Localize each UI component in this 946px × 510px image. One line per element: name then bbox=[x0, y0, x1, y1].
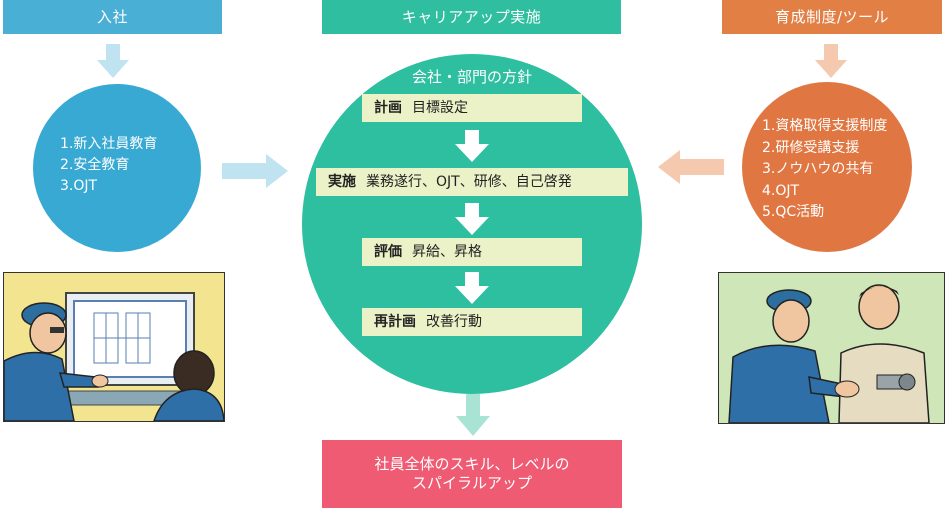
list-item: 2.研修受講支援 bbox=[762, 139, 860, 156]
arrow-down-bottom-icon bbox=[456, 394, 490, 436]
step-act: 再計画改善行動 bbox=[362, 308, 582, 336]
step-text: 昇給、昇格 bbox=[412, 244, 482, 260]
circle-new-employee-training: 1.新入社員教育 2.安全教育 3.OJT bbox=[33, 84, 201, 252]
step-plan: 計画目標設定 bbox=[362, 94, 582, 122]
result-line-1: 社員全体のスキル、レベルの bbox=[374, 455, 570, 473]
step-text: 目標設定 bbox=[412, 100, 468, 116]
arrow-down-icon bbox=[455, 203, 489, 235]
step-text: 改善行動 bbox=[426, 314, 482, 330]
arrow-down-right-icon bbox=[815, 44, 847, 78]
circle-training-systems: 1.資格取得支援制度 2.研修受講支援 3.ノウハウの共有 4.OJT 5.QC… bbox=[742, 82, 912, 252]
step-label: 再計画 bbox=[374, 314, 416, 330]
list-item: 5.QC活動 bbox=[762, 204, 825, 220]
circle-pdca-cycle: 会社・部門の方針 計画目標設定 実施業務遂行、OJT、研修、自己啓発 評価昇給、… bbox=[302, 54, 642, 394]
list-item: 3.ノウハウの共有 bbox=[762, 161, 874, 177]
arrow-down-icon bbox=[455, 272, 489, 304]
step-label: 計画 bbox=[374, 100, 402, 116]
arrow-left-icon bbox=[658, 150, 724, 184]
header-training-tools: 育成制度/ツール bbox=[722, 0, 942, 34]
header-joining: 入社 bbox=[3, 0, 222, 34]
step-label: 実施 bbox=[328, 174, 356, 190]
list-item: 1.資格取得支援制度 bbox=[762, 118, 888, 134]
header-career-up: キャリアアップ実施 bbox=[322, 0, 621, 34]
list-item: 1.新入社員教育 bbox=[60, 136, 158, 152]
step-check: 評価昇給、昇格 bbox=[362, 238, 582, 266]
center-title: 会社・部門の方針 bbox=[411, 68, 532, 86]
list-item: 4.OJT bbox=[762, 182, 800, 199]
step-text: 業務遂行、OJT、研修、自己啓発 bbox=[366, 174, 572, 190]
result-box: 社員全体のスキル、レベルの スパイラルアップ bbox=[322, 440, 622, 508]
list-item: 2.安全教育 bbox=[60, 157, 130, 173]
handshake-illustration bbox=[718, 272, 945, 424]
step-do: 実施業務遂行、OJT、研修、自己啓発 bbox=[316, 168, 628, 196]
step-label: 評価 bbox=[374, 244, 402, 260]
arrow-down-left-icon bbox=[97, 44, 129, 78]
arrow-right-icon bbox=[222, 154, 288, 188]
list-item: 3.OJT bbox=[60, 178, 98, 194]
workers-at-computer-illustration bbox=[3, 272, 225, 422]
result-line-2: スパイラルアップ bbox=[411, 474, 532, 492]
arrow-down-icon bbox=[455, 130, 489, 162]
